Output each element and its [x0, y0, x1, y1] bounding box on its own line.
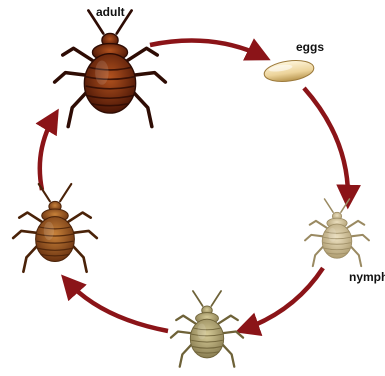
arrow-nymph-to-late-nymph	[66, 280, 168, 331]
early-nymph-bug	[305, 199, 369, 266]
adult-label: adult	[96, 5, 125, 19]
nymph-label: nymph	[349, 270, 385, 284]
arrow-nymph-to-nymph	[242, 268, 323, 330]
eggs-image	[263, 58, 315, 85]
arrow-adult-to-eggs	[150, 41, 264, 57]
middle-nymph-bug	[171, 291, 243, 367]
late-nymph-bug	[13, 184, 97, 272]
arrow-late-nymph-to-adult	[40, 115, 55, 190]
arrow-eggs-to-nymph	[304, 88, 348, 202]
eggs-label: eggs	[296, 40, 324, 54]
adult-bed-bug	[55, 10, 166, 126]
